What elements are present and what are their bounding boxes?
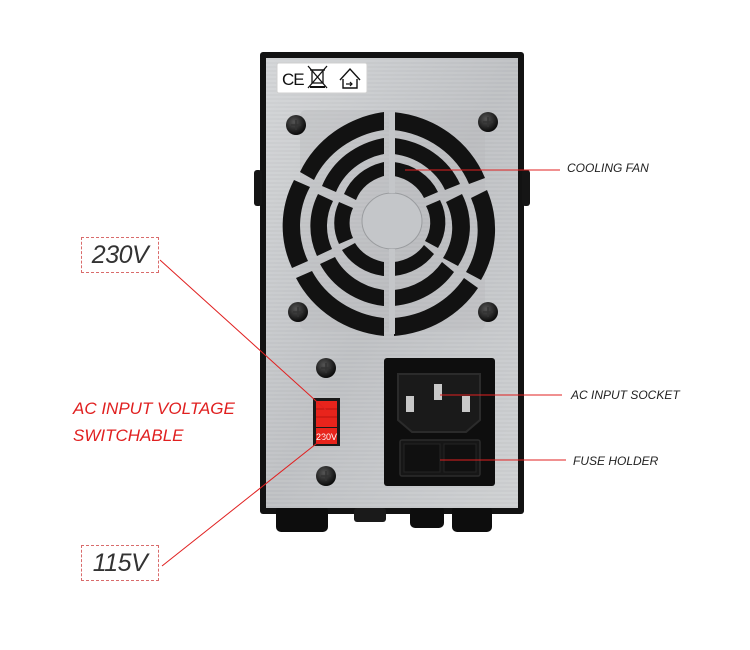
switch-screws [316,358,336,486]
fuse-holder[interactable] [399,439,481,477]
switch-marking: 230V [316,432,337,442]
ac-inlet-module [384,358,495,486]
ac-input-socket[interactable] [397,373,481,433]
note-line-2: SWITCHABLE [73,426,184,445]
ac-input-socket-label: AC INPUT SOCKET [571,388,680,402]
note-line-1: AC INPUT VOLTAGE [73,399,235,418]
certification-sticker: CE [276,62,368,94]
voltage-selector-switch[interactable]: 230V [313,398,340,446]
voltage-switchable-note: AC INPUT VOLTAGE SWITCHABLE [73,395,235,449]
voltage-115v-label: 115V [81,545,159,581]
voltage-230v-label: 230V [81,237,159,273]
cooling-fan-grille [282,110,496,336]
callout-lines [159,169,566,567]
recycle-house-icon [339,67,361,89]
fan-screws [286,112,498,322]
crossed-bin-icon [307,65,328,89]
rubber-feet [276,506,492,532]
fuse-holder-label: FUSE HOLDER [573,454,659,468]
cooling-fan-label: COOLING FAN [567,161,649,175]
ce-mark: CE [282,70,304,89]
